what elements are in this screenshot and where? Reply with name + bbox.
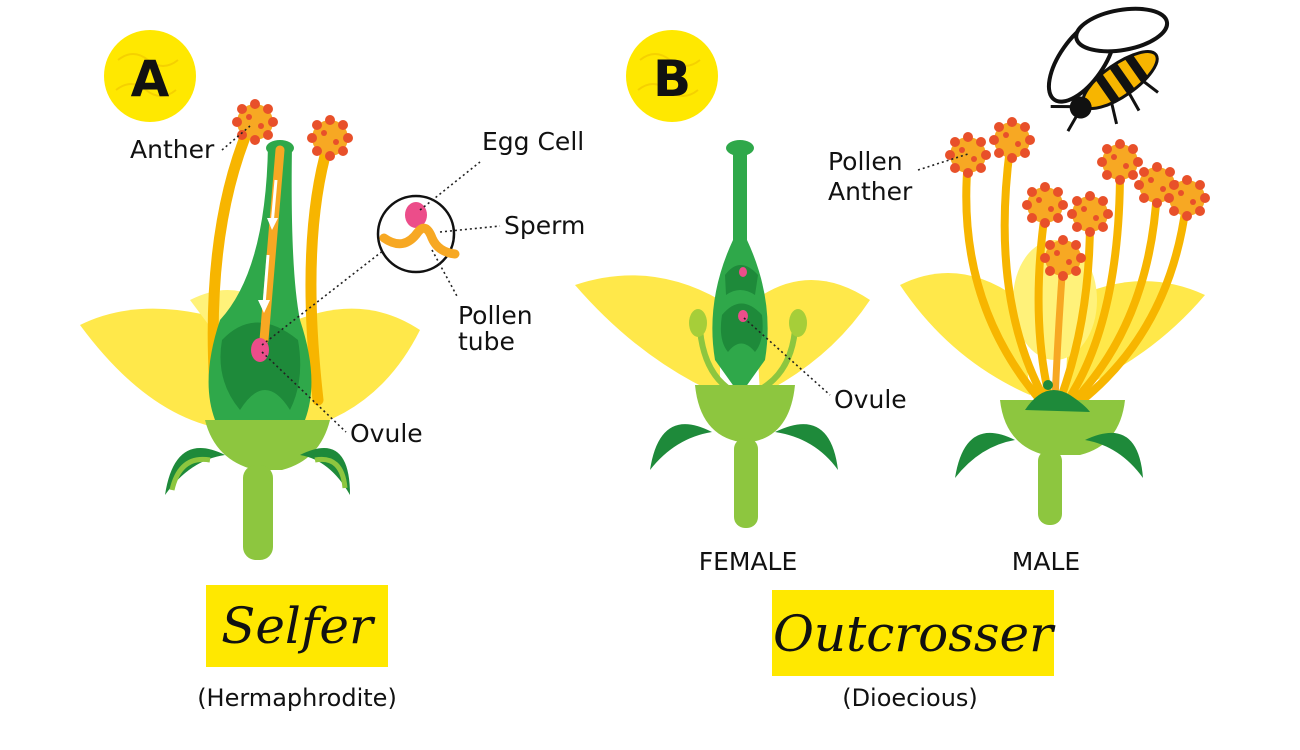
label-sperm: Sperm <box>504 211 585 240</box>
title-outcrosser: Outcrosser <box>773 605 1056 663</box>
zoom-inset <box>376 194 460 274</box>
title-selfer: Selfer <box>221 597 376 655</box>
badge-b: B <box>626 30 718 122</box>
ovule-a <box>251 338 269 362</box>
label-pollen-tube-2: tube <box>458 327 515 356</box>
anther-right <box>307 115 353 161</box>
flower-a-base <box>165 420 350 560</box>
label-female: FEMALE <box>699 547 798 576</box>
label-pollen-tube-1: Pollen <box>458 301 533 330</box>
egg-cell <box>405 202 427 228</box>
pollen-tube <box>379 223 460 259</box>
subtitle-hermaphrodite: (Hermaphrodite) <box>197 684 397 712</box>
ovule-b <box>738 310 748 322</box>
flower-a-pistil <box>208 140 312 420</box>
title-a-box <box>206 585 388 667</box>
label-ovule-b: Ovule <box>834 385 907 414</box>
title-b-box <box>772 590 1054 676</box>
badge-a-letter: A <box>131 50 170 108</box>
badge-a: A <box>104 30 196 122</box>
label-egg-cell: Egg Cell <box>482 127 584 156</box>
panel-a: A <box>80 30 585 712</box>
bee-icon <box>1046 6 1170 132</box>
female-flower <box>575 140 870 528</box>
label-ovule-a: Ovule <box>350 419 423 448</box>
panel-b: B <box>575 6 1210 712</box>
label-pollen-anther-2: Anther <box>828 177 913 206</box>
label-male: MALE <box>1012 547 1080 576</box>
label-pollen-anther-1: Pollen <box>828 147 903 176</box>
label-anther: Anther <box>130 135 215 164</box>
anther-left <box>232 99 278 145</box>
male-flower <box>900 117 1210 525</box>
subtitle-dioecious: (Dioecious) <box>842 684 978 712</box>
badge-b-letter: B <box>653 50 691 108</box>
